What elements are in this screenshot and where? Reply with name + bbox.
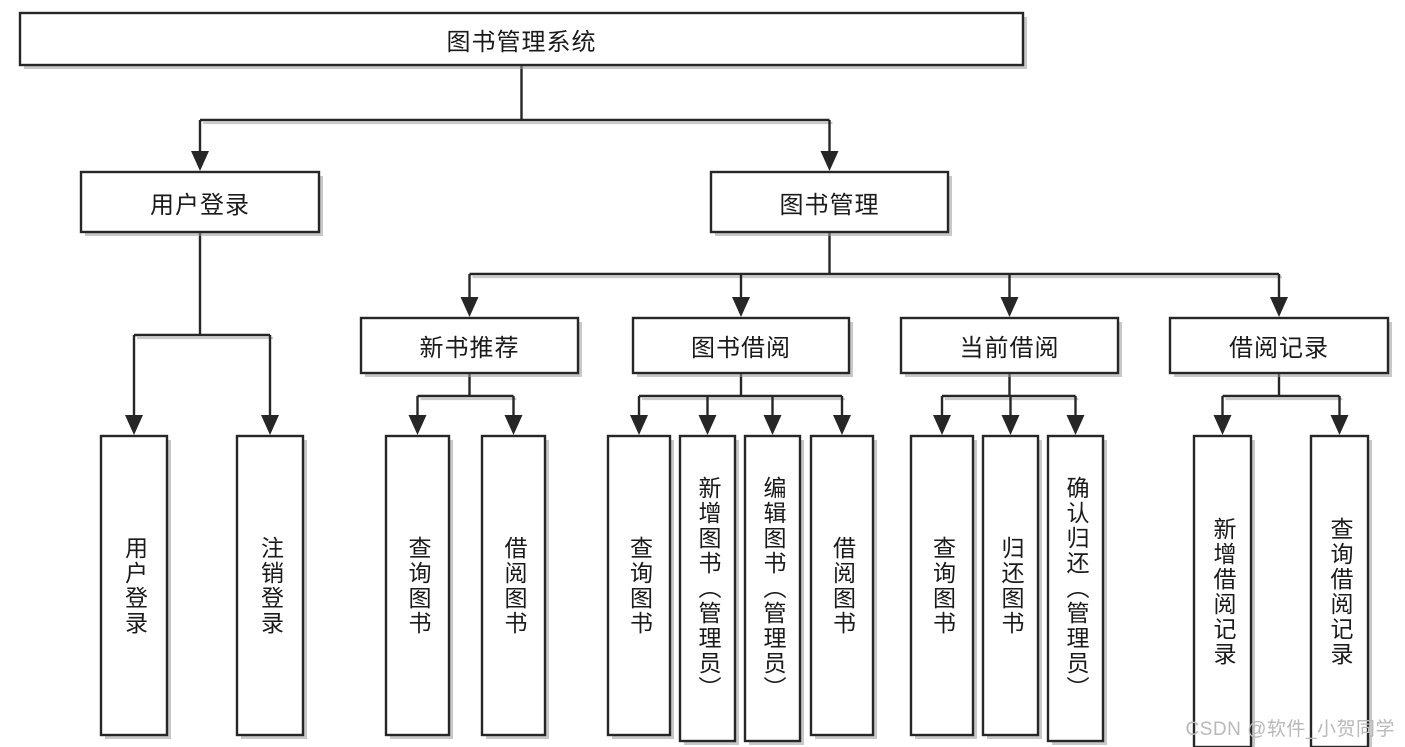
node-leaf-leaf-query-book-rec[interactable] [384,434,451,737]
node-level3-new-book-recommend[interactable] [359,316,580,375]
connector-arrowhead [125,415,143,435]
connector-arrowhead [1213,415,1232,435]
node-root-root[interactable] [18,11,1025,67]
connector-layer [125,65,1349,435]
node-leaf-leaf-query-book-current[interactable] [909,434,975,737]
node-leaf-leaf-borrow-book[interactable] [809,434,875,737]
connector-arrowhead [763,415,782,435]
node-leaf-leaf-confirm-return-admin[interactable] [1046,434,1105,743]
connector-arrowhead [504,415,523,435]
node-leaf-leaf-query-borrow-record[interactable] [1309,434,1370,747]
node-leaf-leaf-query-book-borrow[interactable] [606,434,672,737]
connector-arrowhead [261,415,279,435]
connector-arrowhead [698,415,717,435]
connector-arrowhead [820,151,839,171]
connector-arrowhead [191,151,209,171]
connector-arrowhead [1000,297,1019,317]
connector-arrowhead [408,415,427,435]
connector-arrowhead [1066,415,1085,435]
connector-arrowhead [630,415,648,435]
node-leaf-leaf-edit-book-admin[interactable] [743,434,802,743]
connector-arrowhead [1001,415,1020,435]
csdn-watermark: CSDN @软件_小贺同学 [1185,719,1395,740]
node-level3-current-borrow[interactable] [899,316,1120,375]
connector-arrowhead [460,297,479,317]
node-level2-book-management[interactable] [709,170,950,234]
node-leaf-leaf-logout[interactable] [235,434,305,737]
node-leaf-leaf-user-login[interactable] [99,434,169,737]
node-level2-user-login[interactable] [79,170,321,234]
connector-arrowhead [833,415,851,435]
connector-arrowhead [1330,415,1349,435]
node-leaf-leaf-borrow-book-rec[interactable] [480,434,547,737]
connector-arrowhead [933,415,951,435]
node-leaf-leaf-add-book-admin[interactable] [678,434,737,743]
node-level3-borrow-record[interactable] [1168,316,1390,375]
node-leaf-leaf-add-borrow-record[interactable] [1192,434,1253,747]
connector-arrowhead [732,297,750,317]
node-layer [18,11,1392,747]
node-level3-book-borrow[interactable] [631,316,851,375]
connector-arrowhead [1270,297,1288,317]
node-leaf-leaf-return-book[interactable] [981,434,1040,737]
